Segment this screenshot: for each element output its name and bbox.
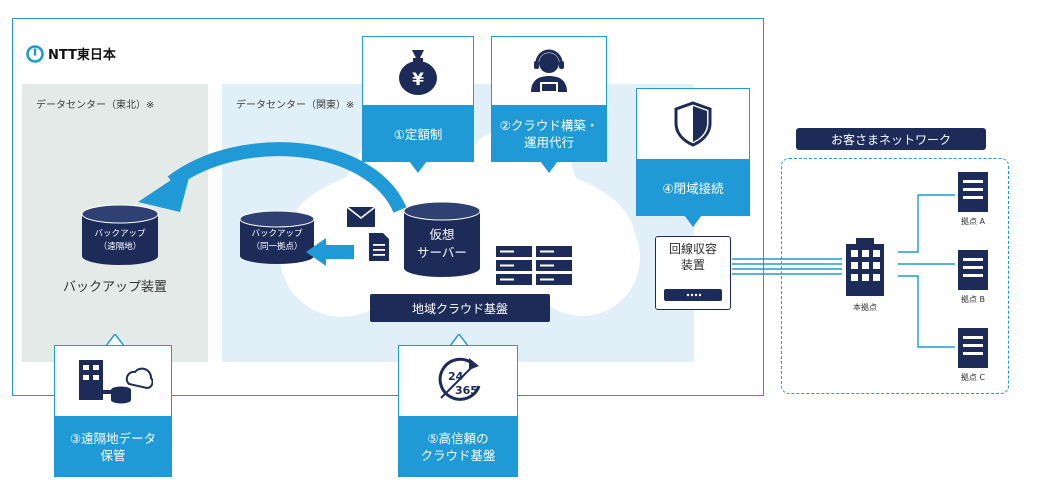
virtual-server-line2: サーバー — [417, 245, 467, 260]
branch-c-label: 拠点 C — [960, 373, 986, 382]
local-backup-line2: （同一拠点） — [251, 242, 303, 252]
icon-text-365: 365 — [455, 384, 478, 397]
feature5-pointer — [450, 334, 468, 346]
yen-moneybag-icon: ¥ — [399, 50, 437, 95]
customer-network-title: お客さまネットワーク — [796, 128, 986, 150]
feature1-pointer — [409, 161, 427, 173]
24-365-icon: 24 365 — [438, 357, 481, 401]
document-icon — [369, 233, 389, 261]
feature5-icon-box: 24 365 — [398, 345, 518, 417]
regional-cloud-platform: 地域クラウド基盤 — [370, 294, 550, 322]
icon-text-24: 24 — [448, 370, 464, 383]
feature1-label: ①定額制 — [362, 106, 474, 162]
dc-kanto-label: データセンター（関東）※ — [236, 100, 355, 111]
feature3-icon-box — [54, 345, 172, 417]
local-backup-label: バックアップ （同一拠点） — [238, 228, 316, 254]
feature3-label: ③遠隔地データ 保管 — [54, 417, 172, 477]
feature1-icon-box: ¥ — [362, 36, 474, 106]
mail-icon — [346, 206, 376, 227]
backup-device-label: バックアップ装置 — [62, 280, 167, 295]
feature2-line1: ②クラウド構築・ — [499, 118, 599, 133]
feature4-label: ④閉域接続 — [636, 160, 750, 216]
branch-a-label: 拠点 A — [960, 217, 985, 226]
remote-backup-line1: バックアップ — [94, 229, 146, 239]
feature5-line1: ⑤高信頼の — [427, 431, 489, 446]
building-database-cloud-icon — [79, 360, 153, 404]
remote-backup-cylinder — [81, 204, 159, 265]
feature4-pointer — [684, 215, 702, 227]
virtual-server-line1: 仮想 — [429, 227, 455, 242]
receiver-label: 回線収容 装置 — [656, 241, 730, 273]
branch-b-label: 拠点 B — [960, 295, 986, 304]
feature3-line2: 保管 — [100, 448, 126, 463]
feature2-icon-box — [491, 36, 607, 106]
feature2-label: ②クラウド構築・ 運用代行 — [491, 106, 607, 162]
remote-backup-label: バックアップ （遠隔地） — [80, 228, 160, 254]
remote-backup-line2: （遠隔地） — [98, 242, 142, 252]
branch-a-building-icon — [958, 172, 988, 212]
logo-text: NTT東日本 — [48, 48, 116, 63]
local-backup-arrow — [306, 238, 354, 266]
ntt-east-frame — [12, 18, 764, 396]
router-icon — [664, 289, 722, 301]
main-site-label: 本拠点 — [853, 303, 877, 312]
shield-icon — [674, 101, 712, 147]
feature4-icon-box — [636, 88, 750, 160]
branch-c-building-icon — [958, 328, 988, 368]
server-rack-icon — [496, 246, 572, 285]
virtual-server-label: 仮想 サーバー — [402, 226, 482, 262]
feature5-line2: クラウド基盤 — [420, 448, 496, 463]
feature2-pointer — [540, 161, 558, 173]
local-backup-line1: バックアップ — [251, 229, 303, 239]
dc-tohoku-label: データセンター（東北）※ — [36, 100, 155, 111]
operator-headset-icon — [531, 49, 567, 93]
feature3-pointer — [106, 334, 124, 346]
feature5-label: ⑤高信頼の クラウド基盤 — [398, 417, 518, 477]
svg-text:¥: ¥ — [412, 70, 424, 90]
virtual-server-cylinder — [403, 201, 481, 277]
customer-network-zone — [781, 158, 1009, 394]
main-office-building-icon — [846, 238, 884, 296]
receiver-line2: 装置 — [680, 258, 705, 272]
ntt-east-logo: NTT東日本 — [26, 44, 116, 63]
branch-b-building-icon — [958, 250, 988, 290]
remote-backup-arrow — [138, 142, 407, 214]
feature3-line1: ③遠隔地データ — [69, 431, 157, 446]
ntt-logo-icon — [26, 44, 44, 63]
receiver-line1: 回線収容 — [668, 242, 717, 256]
local-backup-cylinder — [239, 210, 315, 264]
feature2-line2: 運用代行 — [523, 135, 574, 150]
network-lines — [732, 194, 955, 348]
line-receiver-device: 回線収容 装置 — [655, 236, 731, 310]
